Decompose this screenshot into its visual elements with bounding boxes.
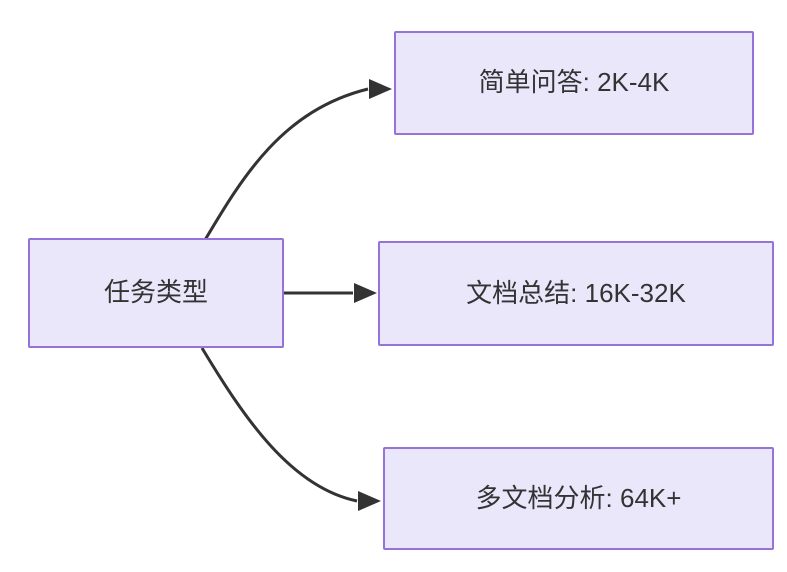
edge-source-to-multi-doc (200, 347, 381, 511)
node-simple-qa[interactable]: 简单问答: 2K-4K (394, 31, 754, 135)
edge-source-to-doc-summary (284, 283, 377, 303)
node-multi-doc[interactable]: 多文档分析: 64K+ (383, 447, 774, 550)
node-label: 简单问答: 2K-4K (478, 67, 670, 98)
arrowhead-icon (369, 79, 392, 99)
edge-source-to-simple-qa-path (203, 87, 369, 241)
node-label: 文档总结: 16K-32K (466, 277, 686, 308)
edge-source-to-multi-doc-path (200, 347, 358, 503)
arrowhead-icon (354, 283, 377, 303)
node-task-type-source[interactable]: 任务类型 (28, 238, 284, 348)
node-label: 任务类型 (103, 277, 208, 308)
node-label: 多文档分析: 64K+ (475, 482, 682, 513)
arrowhead-icon (358, 491, 381, 511)
node-doc-summary[interactable]: 文档总结: 16K-32K (378, 241, 774, 346)
edge-source-to-simple-qa (203, 79, 392, 241)
